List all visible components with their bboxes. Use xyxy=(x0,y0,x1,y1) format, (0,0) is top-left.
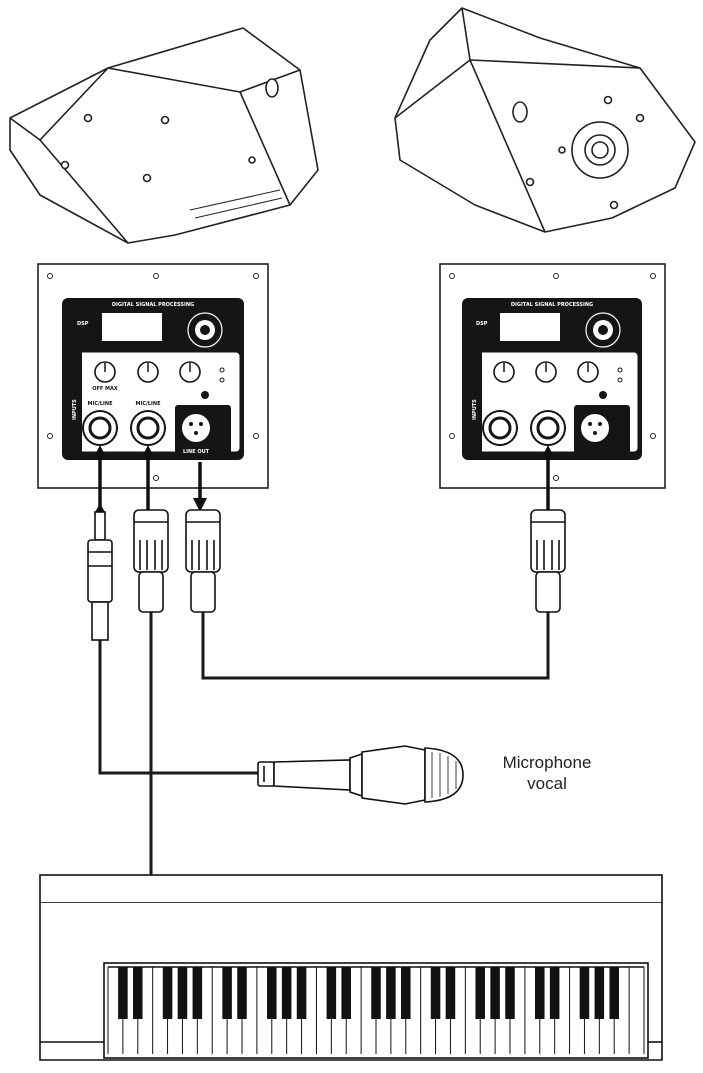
black-key xyxy=(386,967,396,1019)
dsp-text-r: DSP xyxy=(476,321,488,327)
screw-icon xyxy=(558,146,566,154)
black-key xyxy=(118,967,128,1019)
black-key xyxy=(326,967,337,1019)
arrow-icon xyxy=(93,445,555,512)
black-key xyxy=(133,967,143,1019)
black-key xyxy=(475,967,485,1019)
xlr-connector-icon xyxy=(185,509,221,613)
black-key xyxy=(267,967,277,1019)
xlr-connector-icon xyxy=(530,509,566,613)
cables xyxy=(98,612,550,875)
mic-label-line1: Microphone xyxy=(502,753,592,772)
screw-icon xyxy=(635,113,645,123)
black-key xyxy=(296,967,307,1019)
panel-header-text: DIGITAL SIGNAL PROCESSING xyxy=(112,302,194,308)
dsp-text: DSP xyxy=(77,321,89,327)
black-key xyxy=(281,967,292,1019)
screw-icon xyxy=(160,115,170,125)
black-key xyxy=(177,967,188,1019)
screw-icon xyxy=(603,95,613,105)
microphone-label: Microphone vocal xyxy=(482,752,612,794)
screw-icon xyxy=(60,160,70,170)
black-key xyxy=(430,967,441,1019)
black-key xyxy=(341,967,351,1019)
black-keys xyxy=(118,967,619,1019)
mic-label-line2: vocal xyxy=(527,774,567,793)
screw-icon xyxy=(248,156,256,164)
black-key xyxy=(371,967,381,1019)
black-key xyxy=(549,967,560,1019)
speaker-right xyxy=(394,7,696,233)
screw-icon xyxy=(525,177,535,187)
microphone-icon xyxy=(257,745,464,805)
mic-line-text-1: MIC/LINE xyxy=(88,401,114,407)
black-key xyxy=(490,967,500,1019)
black-key xyxy=(594,967,605,1019)
black-key xyxy=(505,967,515,1019)
line-out-text: LINE OUT xyxy=(183,449,210,455)
jack-plug-icon xyxy=(87,503,113,641)
black-key xyxy=(401,967,411,1019)
black-key xyxy=(222,967,232,1019)
keyboard-icon xyxy=(39,874,663,1061)
mic-line-text-2: MIC/LINE xyxy=(136,401,162,407)
inputs-text-r: INPUTS xyxy=(472,399,478,420)
black-key xyxy=(162,967,173,1019)
black-key xyxy=(609,967,619,1019)
black-key xyxy=(535,967,545,1019)
screw-icon xyxy=(83,113,93,123)
black-key xyxy=(445,967,456,1019)
off-max-text: OFF MAX xyxy=(92,386,118,392)
screw-icon xyxy=(142,173,152,183)
line-out-xlr xyxy=(180,412,212,444)
xlr-connector-icon xyxy=(133,509,169,613)
inputs-text: INPUTS xyxy=(72,399,78,420)
rear-panel-left: DIGITAL SIGNAL PROCESSING DSP INPUTS OFF… xyxy=(37,263,269,489)
speaker-left xyxy=(9,27,319,244)
screw-icon xyxy=(609,200,619,210)
black-key xyxy=(192,967,203,1019)
rear-panel-right: DIGITAL SIGNAL PROCESSING DSP INPUTS xyxy=(439,263,666,489)
panel-header-text-r: DIGITAL SIGNAL PROCESSING xyxy=(511,302,593,308)
black-key xyxy=(579,967,590,1019)
black-key xyxy=(237,967,247,1019)
line-out-xlr-r xyxy=(579,412,611,444)
